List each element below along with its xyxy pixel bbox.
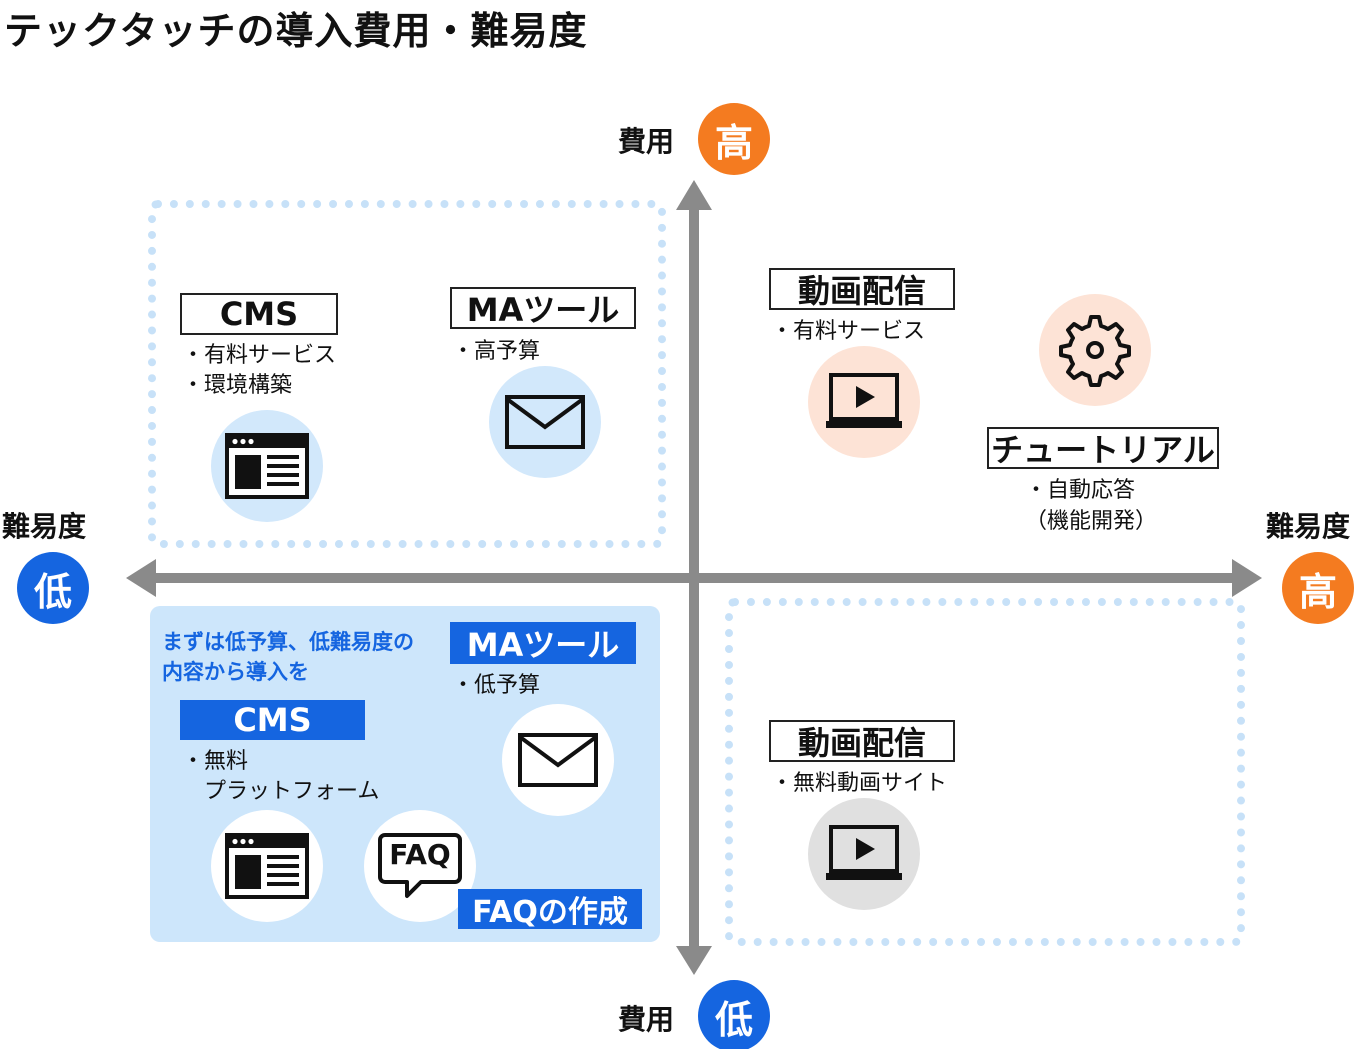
ma-high-budget-label: MAツール [450, 287, 636, 329]
video-player-icon [826, 373, 902, 428]
difficulty-axis-label-right: 難易度 [1266, 510, 1351, 543]
ma-high-budget-bullet: ・高予算 [452, 339, 541, 364]
cms-paid-label: CMS [180, 293, 338, 335]
tutorial-icon-circle [1039, 294, 1151, 406]
difficulty-low-badge: 低 [17, 552, 89, 624]
video-paid-icon-circle [808, 346, 920, 458]
cost-axis-label-top: 費用 [618, 125, 675, 158]
tutorial-bullet-1: ・自動応答 [1025, 478, 1136, 503]
ma-low-budget-label: MAツール [450, 622, 636, 664]
browser-window-icon [225, 433, 309, 499]
cms-free-icon-circle [211, 810, 323, 922]
faq-icon-text: FAQ [389, 838, 451, 871]
video-player-icon [826, 825, 902, 880]
cost-low-badge: 低 [698, 980, 770, 1049]
ma-low-icon-circle [502, 704, 614, 816]
difficulty-axis-label-left: 難易度 [2, 510, 87, 543]
cms-free-bullet-2: プラットフォーム [182, 779, 380, 804]
tutorial-label: チュートリアル [987, 427, 1219, 469]
cms-free-bullet-1: ・無料 [182, 749, 249, 774]
video-free-label: 動画配信 [769, 720, 955, 762]
cms-paid-bullet-2: ・環境構築 [182, 373, 293, 398]
horizontal-axis-line [150, 573, 1235, 583]
high-cost-low-difficulty-region [148, 200, 666, 548]
ma-high-icon-circle [489, 366, 601, 478]
horizontal-axis-arrow-left [126, 559, 156, 597]
browser-window-icon [225, 833, 309, 899]
cms-paid-icon-circle [211, 410, 323, 522]
video-free-icon-circle [808, 798, 920, 910]
low-cost-high-difficulty-region [725, 598, 1245, 946]
envelope-icon [505, 395, 585, 449]
envelope-icon [518, 733, 598, 787]
recommendation-line-1: まずは低予算、低難易度の [162, 630, 414, 654]
cost-high-badge: 高 [698, 103, 770, 175]
video-free-bullet: ・無料動画サイト [771, 771, 948, 796]
cost-axis-label-bottom: 費用 [618, 1003, 675, 1036]
vertical-axis-arrow-up [676, 180, 712, 210]
cms-free-label: CMS [180, 700, 365, 740]
vertical-axis-arrow-down [676, 946, 712, 975]
faq-icon-circle: FAQ [364, 810, 476, 922]
recommendation-line-2: 内容から導入を [162, 660, 309, 684]
difficulty-high-badge: 高 [1282, 552, 1354, 624]
tutorial-bullet-2: （機能開発） [1025, 509, 1158, 534]
cms-paid-bullet-1: ・有料サービス [182, 343, 337, 368]
faq-speech-bubble-icon: FAQ [377, 832, 463, 900]
faq-label: FAQの作成 [458, 889, 642, 930]
video-paid-label: 動画配信 [769, 268, 955, 310]
gear-icon [1059, 315, 1131, 387]
ma-low-budget-bullet: ・低予算 [452, 673, 541, 698]
horizontal-axis-arrow-right [1232, 559, 1262, 597]
video-paid-bullet: ・有料サービス [771, 319, 926, 344]
page-title: テックタッチの導入費用・難易度 [4, 9, 588, 53]
